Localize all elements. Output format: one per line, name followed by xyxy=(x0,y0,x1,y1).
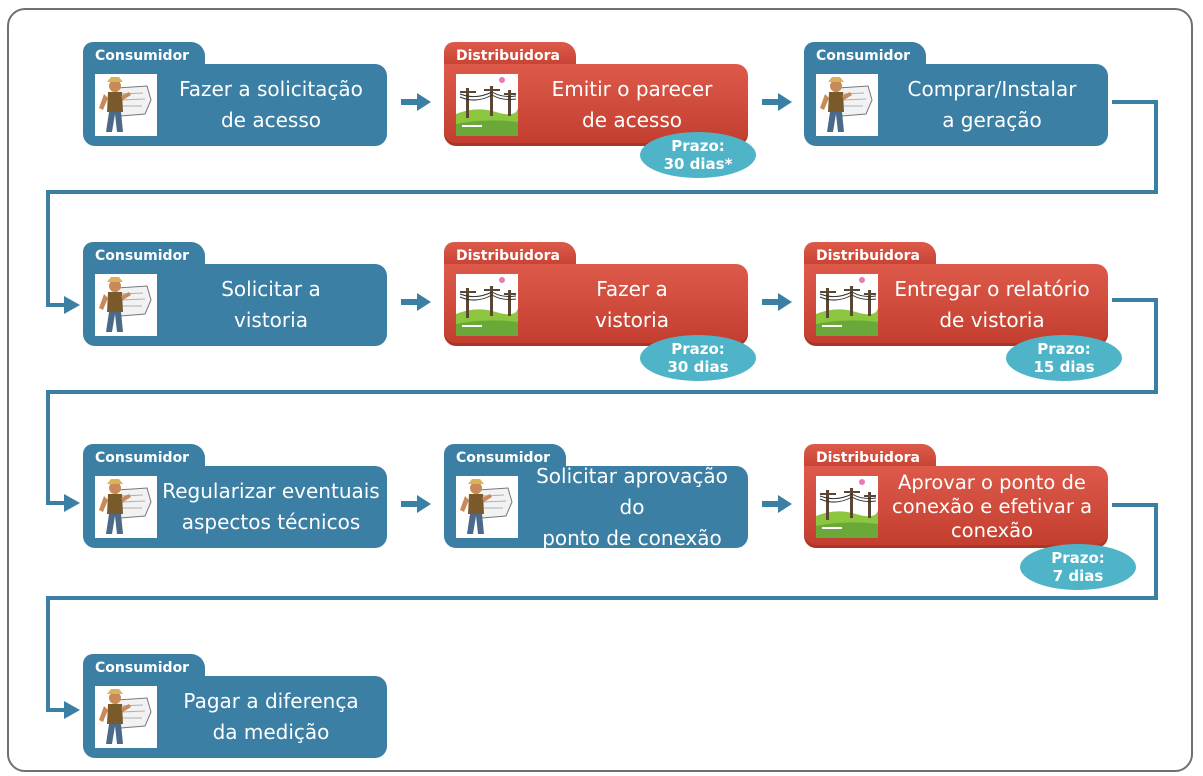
power-lines-icon xyxy=(816,274,878,336)
step-box: Fazer a solicitação de acesso xyxy=(83,64,387,146)
arrow-right-icon xyxy=(762,93,792,111)
connector-row2-row3 xyxy=(46,298,1158,505)
step-label: Pagar a diferença da medição xyxy=(183,689,359,744)
diagram-frame xyxy=(7,8,1193,772)
consumer-figure-icon xyxy=(95,74,157,136)
consumer-figure-icon xyxy=(95,686,157,748)
step-label: Regularizar eventuais aspectos técnicos xyxy=(162,479,380,534)
step-box: Fazer a vistoria xyxy=(444,264,748,346)
step-label: Entregar o relatório de vistoria xyxy=(894,277,1090,332)
arrow-right-icon xyxy=(401,495,431,513)
step-box: Regularizar eventuais aspectos técnicos xyxy=(83,466,387,548)
consumer-figure-icon xyxy=(816,74,878,136)
step-box: Solicitar a vistoria xyxy=(83,264,387,346)
power-lines-icon xyxy=(456,274,518,336)
step-label: Solicitar aprovação do ponto de conexão xyxy=(536,463,728,550)
deadline-badge: Prazo: 15 dias xyxy=(1006,335,1122,381)
connector-row3-row4 xyxy=(46,503,1158,712)
consumer-figure-icon xyxy=(95,476,157,538)
step-label: Comprar/Instalar a geração xyxy=(907,77,1077,132)
consumer-figure-icon xyxy=(456,476,518,538)
step-label: Fazer a vistoria xyxy=(595,277,669,332)
step-label: Solicitar a vistoria xyxy=(221,277,321,332)
connector-arrowhead-row3 xyxy=(64,494,80,512)
step-box: Solicitar aprovação do ponto de conexão xyxy=(444,463,748,550)
arrow-right-icon xyxy=(762,293,792,311)
step-box: Comprar/Instalar a geração xyxy=(804,64,1108,146)
step-label: Emitir o parecer de acesso xyxy=(551,77,713,132)
connector-row1-row2 xyxy=(46,100,1158,307)
deadline-badge: Prazo: 7 dias xyxy=(1020,544,1136,590)
step-box: Pagar a diferença da medição xyxy=(83,676,387,758)
arrow-right-icon xyxy=(401,93,431,111)
connector-arrowhead-row4 xyxy=(64,701,80,719)
power-lines-icon xyxy=(456,74,518,136)
arrow-right-icon xyxy=(762,495,792,513)
connector-arrowhead-row2 xyxy=(64,296,80,314)
arrow-right-icon xyxy=(401,293,431,311)
step-label: Fazer a solicitação de acesso xyxy=(179,77,363,132)
step-box: Aprovar o ponto de conexão e efetivar a … xyxy=(804,466,1108,548)
power-lines-icon xyxy=(816,476,878,538)
step-label: Aprovar o ponto de conexão e efetivar a … xyxy=(891,471,1093,542)
consumer-figure-icon xyxy=(95,274,157,336)
deadline-badge: Prazo: 30 dias* xyxy=(640,132,756,178)
deadline-badge: Prazo: 30 dias xyxy=(640,335,756,381)
step-box: Entregar o relatório de vistoria xyxy=(804,264,1108,346)
